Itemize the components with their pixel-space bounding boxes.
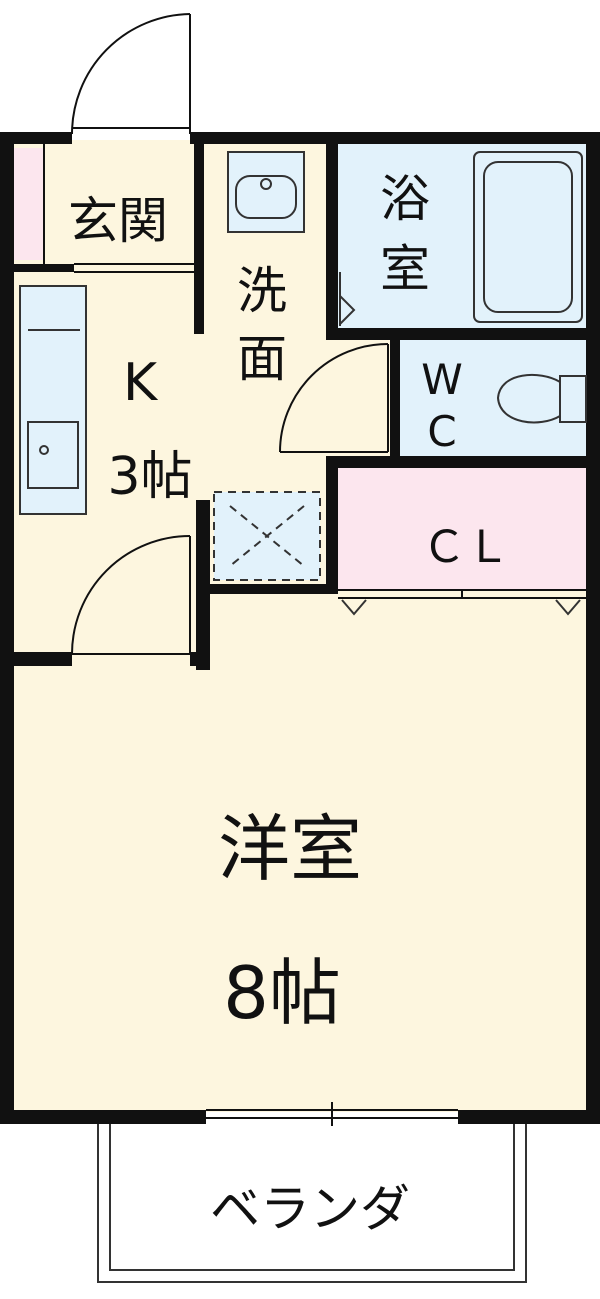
entrance-pink-strip	[12, 148, 44, 260]
western-room-label-2: 8帖	[223, 951, 341, 1035]
wc-fill	[398, 338, 588, 458]
walls	[0, 132, 600, 1124]
genkan-label: 玄関	[68, 192, 168, 250]
bath-label-1: 浴	[380, 170, 430, 228]
entrance-door	[71, 13, 191, 135]
washroom-label-2: 面	[237, 330, 287, 388]
wall-bath-bottom	[326, 328, 600, 340]
wall-genkan-bottom	[14, 264, 74, 272]
kitchen-label-1: K	[123, 353, 159, 413]
wall-kitchen-divider	[196, 500, 210, 670]
partitions	[43, 144, 586, 599]
wall-wash-right	[326, 456, 338, 590]
bathtub	[473, 151, 583, 323]
kitchen-label-2: 3帖	[107, 447, 192, 507]
room-fills	[12, 140, 588, 1112]
wall-top-left	[0, 132, 72, 144]
bath-door	[339, 272, 356, 326]
wc-label-1: W	[421, 355, 463, 404]
western-room-label-1: 洋室	[218, 807, 362, 891]
wall-kitchen-bottom-right	[190, 652, 210, 666]
wall-kitchen-bottom	[0, 652, 72, 666]
closet-label: ＣＬ	[422, 522, 510, 573]
veranda-label: ベランダ	[210, 1180, 410, 1238]
washroom-label-1: 洗	[237, 262, 287, 320]
room-labels: 玄関 浴 室 洗 面 W C K 3帖 ＣＬ 洋室 8帖 ベランダ	[68, 170, 510, 1238]
kitchen-counter	[19, 285, 87, 515]
wall-closet-bottom	[204, 584, 338, 594]
wall-right	[586, 132, 600, 1124]
wc-label-2: C	[427, 407, 456, 456]
wc-door	[279, 343, 389, 453]
bath-fill	[338, 140, 588, 330]
wall-bath-left	[326, 144, 338, 330]
kitchen-door	[71, 535, 191, 655]
toilet	[496, 373, 587, 424]
washbasin	[227, 151, 305, 233]
wall-bottom-left	[0, 1110, 206, 1124]
bath-label-2: 室	[380, 240, 430, 298]
veranda-window	[206, 1102, 458, 1126]
wall-wc-left	[390, 340, 400, 460]
wall-wc-bottom	[326, 456, 600, 468]
closet-fill	[338, 466, 588, 590]
wall-left	[0, 132, 14, 1124]
wall-bottom-right	[458, 1110, 600, 1124]
closet-door-marks	[341, 599, 581, 616]
washer-pan	[213, 491, 321, 581]
veranda-rail	[97, 1124, 527, 1283]
wall-washroom-left	[194, 144, 204, 334]
wall-top-right	[190, 132, 600, 144]
